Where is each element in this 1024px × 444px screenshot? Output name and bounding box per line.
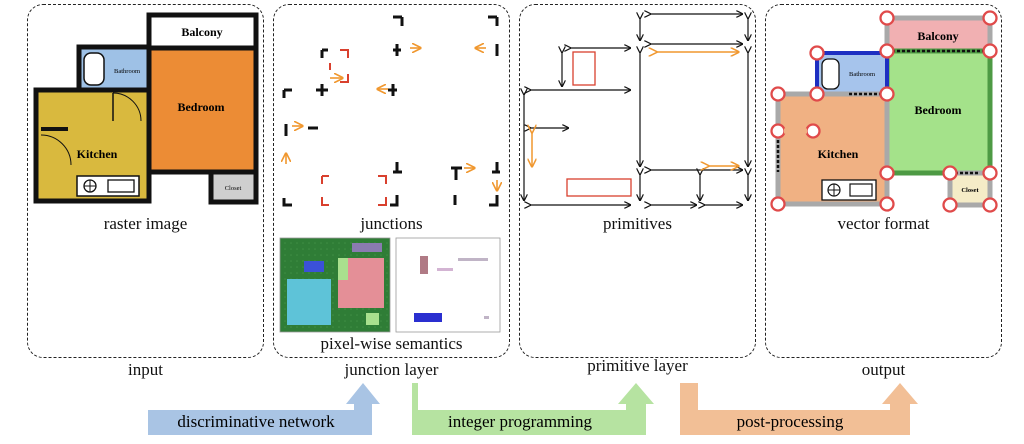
stage-arrow-integer xyxy=(412,383,654,435)
primitive-graph xyxy=(524,14,748,205)
vector-kitchen-label: Kitchen xyxy=(818,147,859,161)
primitive-openings xyxy=(532,52,738,197)
raster-closet-label: Closet xyxy=(225,185,242,192)
stage-label-integer: integer programming xyxy=(448,412,592,431)
vector-closet-label: Closet xyxy=(961,187,979,194)
caption-primitives: primitives xyxy=(603,214,672,233)
raster-balcony-label: Balcony xyxy=(181,25,222,39)
raster-bedroom-label: Bedroom xyxy=(177,100,224,114)
caption-junction-layer: junction layer xyxy=(344,360,439,379)
vector-balcony-label: Balcony xyxy=(917,29,958,43)
vector-bathroom-label: Bathroom xyxy=(849,71,875,78)
output-panel xyxy=(765,4,1002,358)
semantics-thumbnail-openings xyxy=(395,237,501,333)
caption-output: output xyxy=(861,360,906,379)
semantics-thumbnail-rooms xyxy=(279,237,391,333)
stage-arrow-postprocessing xyxy=(680,383,918,435)
raster-bathroom-label: Bathroom xyxy=(114,68,140,75)
stage-label-postprocessing: post-processing xyxy=(737,412,844,431)
caption-raster-image: raster image xyxy=(103,214,188,233)
caption-primitive-layer: primitive layer xyxy=(587,356,688,375)
caption-input: input xyxy=(128,360,163,379)
junction-red-marks xyxy=(321,49,387,206)
raster-kitchen-label: Kitchen xyxy=(77,147,118,161)
stage-label-discriminative: discriminative network xyxy=(177,412,335,431)
vector-floorplan xyxy=(770,10,998,213)
raster-floorplan xyxy=(33,12,259,205)
junction-orange-arrows xyxy=(286,48,497,190)
caption-vector-format: vector format xyxy=(837,214,930,233)
stage-arrow-discriminative xyxy=(148,383,380,435)
junction-layer-panel xyxy=(273,4,510,358)
caption-junctions: junctions xyxy=(360,214,423,233)
primitive-layer-panel xyxy=(519,4,756,358)
vector-bedroom-label: Bedroom xyxy=(914,103,961,117)
input-panel xyxy=(27,4,264,358)
caption-pixel-semantics: pixel-wise semantics xyxy=(320,334,463,353)
junction-map xyxy=(282,15,500,207)
